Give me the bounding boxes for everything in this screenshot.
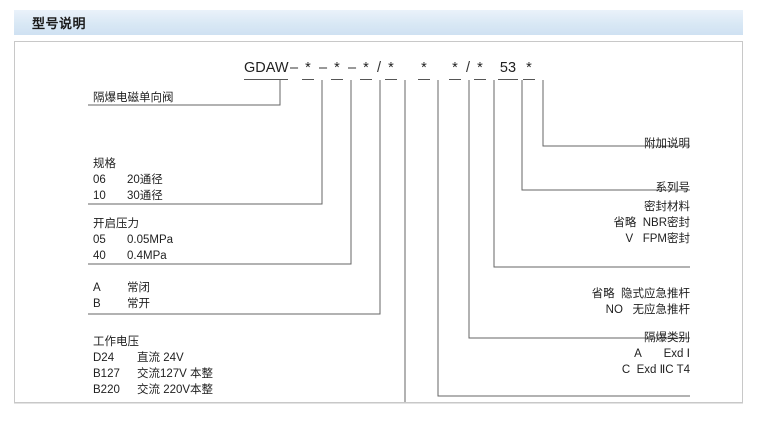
specification-code-0: 06 <box>93 174 106 186</box>
working-voltage-desc-1: 交流127V 本整 <box>137 368 214 380</box>
valve-function-code-1: B <box>93 298 101 310</box>
working-voltage-desc-0: 直流 24V <box>137 352 184 364</box>
explosion-proof-class-row: C Exd ⅡC T4 <box>622 362 690 378</box>
model-code-token-8: * <box>385 58 397 80</box>
block-working-voltage: 工作电压 D24 直流 24V B127 交流127V 本整 B220 交流 220V… <box>93 334 213 398</box>
model-code-token-2: * <box>302 58 314 80</box>
specification-code-1: 10 <box>93 190 106 202</box>
explosion-proof-class-code-0: A <box>634 348 642 360</box>
valve-function-row: B 常开 <box>93 296 150 312</box>
block-emergency-push-rod: 省略 隐式应急推杆 NO 无应急推杆 <box>592 286 690 318</box>
sealing-material-row: V FPM密封 <box>613 231 690 247</box>
working-voltage-code-1: B127 <box>93 368 120 380</box>
cracking-pressure-code-1: 40 <box>93 250 106 262</box>
block-additional-description: 附加说明 <box>644 136 690 152</box>
leader-lines <box>88 80 690 402</box>
working-voltage-heading: 工作电压 <box>93 336 139 348</box>
working-voltage-code-2: B220 <box>93 384 120 396</box>
working-voltage-row: B220 交流 220V本整 <box>93 382 213 398</box>
working-voltage-desc-2: 交流 220V本整 <box>137 384 214 396</box>
product-name-heading: 隔爆电磁单向阀 <box>93 92 174 104</box>
emergency-push-rod-desc-0: 隐式应急推杆 <box>621 288 690 300</box>
sealing-material-code-0: 省略 <box>613 217 637 229</box>
block-series-number: 系列号 <box>656 180 691 196</box>
model-code-line: GDAW–*–*–*/***/*53* <box>15 58 742 80</box>
specification-desc-1: 30通径 <box>127 190 163 202</box>
diagram-frame: GDAW–*–*–*/***/*53* <box>14 41 743 403</box>
model-code-token-0: GDAW <box>244 58 289 80</box>
emergency-push-rod-code-1: NO <box>605 304 623 316</box>
sealing-material-code-1: V <box>625 233 634 245</box>
model-code-token-1: – <box>289 60 299 76</box>
explosion-proof-class-desc-0: Exd Ⅰ <box>663 348 690 360</box>
explosion-proof-class-heading: 隔爆类别 <box>644 332 690 344</box>
model-code-token-4: * <box>331 58 343 80</box>
model-code-token-3: – <box>318 60 328 76</box>
cracking-pressure-heading: 开启压力 <box>93 218 139 230</box>
model-code-token-13: 53 <box>498 58 518 80</box>
specification-row: 10 30通径 <box>93 188 163 204</box>
sealing-material-desc-0: NBR密封 <box>642 217 690 229</box>
cracking-pressure-desc-1: 0.4MPa <box>127 250 167 262</box>
emergency-push-rod-row: NO 无应急推杆 <box>592 302 690 318</box>
emergency-push-rod-desc-1: 无应急推杆 <box>632 304 691 316</box>
section-header: 型号说明 <box>14 10 743 35</box>
model-code-token-7: / <box>376 60 382 76</box>
valve-function-desc-1: 常开 <box>127 298 150 310</box>
valve-function-desc-0: 常闭 <box>127 282 150 294</box>
block-cracking-pressure: 开启压力 05 0.05MPa 40 0.4MPa <box>93 216 173 264</box>
cracking-pressure-row: 05 0.05MPa <box>93 232 173 248</box>
cracking-pressure-desc-0: 0.05MPa <box>127 234 174 246</box>
page-title: 型号说明 <box>32 16 87 31</box>
model-code-token-9: * <box>418 58 430 80</box>
sealing-material-row: 省略 NBR密封 <box>613 215 690 231</box>
sealing-material-desc-1: FPM密封 <box>642 233 690 245</box>
working-voltage-code-0: D24 <box>93 352 115 364</box>
block-explosion-proof-class: 隔爆类别 A Exd Ⅰ C Exd ⅡC T4 <box>622 330 690 378</box>
cracking-pressure-code-0: 05 <box>93 234 106 246</box>
series-number-heading: 系列号 <box>655 182 691 194</box>
sealing-material-heading: 密封材料 <box>644 201 690 213</box>
explosion-proof-class-code-1: C <box>621 364 631 376</box>
model-code-token-10: * <box>449 58 461 80</box>
working-voltage-row: D24 直流 24V <box>93 350 213 366</box>
cracking-pressure-row: 40 0.4MPa <box>93 248 173 264</box>
working-voltage-row: B127 交流127V 本整 <box>93 366 213 382</box>
emergency-push-rod-code-0: 省略 <box>591 288 615 300</box>
additional-description-heading: 附加说明 <box>644 138 690 150</box>
valve-function-row: A 常闭 <box>93 280 150 296</box>
emergency-push-rod-row: 省略 隐式应急推杆 <box>592 286 690 302</box>
explosion-proof-class-row: A Exd Ⅰ <box>622 346 690 362</box>
specification-desc-0: 20通径 <box>127 174 163 186</box>
block-specification: 规格 06 20通径 10 30通径 <box>93 156 163 204</box>
model-code-token-14: * <box>523 58 535 80</box>
block-product-name: 隔爆电磁单向阀 <box>93 90 174 106</box>
specification-heading: 规格 <box>93 158 116 170</box>
block-sealing-material: 密封材料 省略 NBR密封 V FPM密封 <box>613 199 690 247</box>
valve-function-code-0: A <box>93 282 101 294</box>
block-valve-function: A 常闭 B 常开 <box>93 280 150 312</box>
specification-row: 06 20通径 <box>93 172 163 188</box>
model-code-token-6: * <box>360 58 372 80</box>
model-code-token-5: – <box>347 60 357 76</box>
model-code-token-12: * <box>474 58 486 80</box>
explosion-proof-class-desc-1: Exd ⅡC T4 <box>636 364 690 376</box>
model-code-token-11: / <box>465 60 471 76</box>
